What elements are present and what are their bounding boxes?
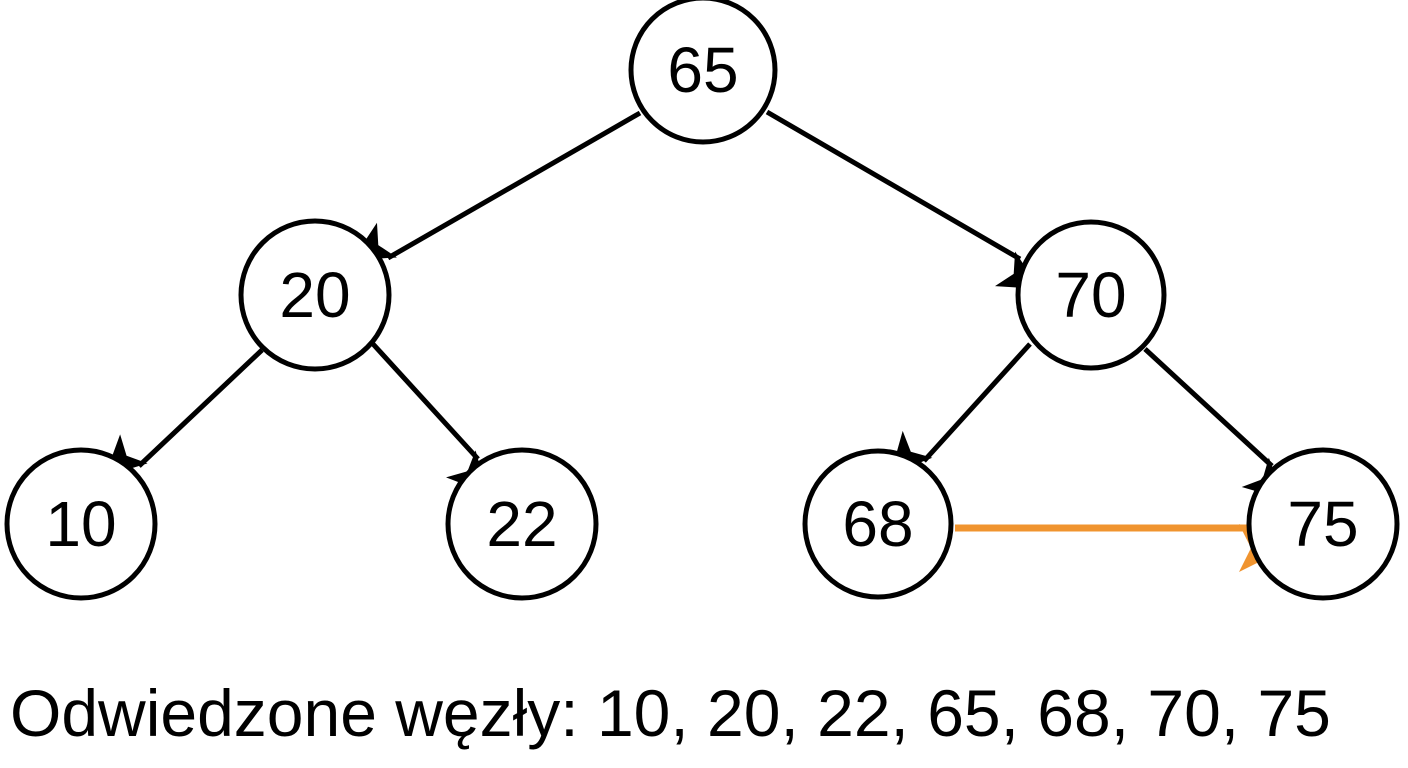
node-label-10: 10 bbox=[45, 488, 116, 560]
edge-20-10 bbox=[104, 348, 264, 477]
tree-node-68: 68 bbox=[802, 448, 954, 600]
tree-node-22: 22 bbox=[445, 447, 599, 601]
edge-65-70 bbox=[765, 109, 1040, 289]
node-label-75: 75 bbox=[1287, 488, 1358, 560]
tree-node-70: 70 bbox=[1015, 219, 1167, 371]
node-label-20: 20 bbox=[279, 259, 350, 331]
tree-node-10: 10 bbox=[4, 447, 158, 601]
node-label-65: 65 bbox=[667, 34, 738, 106]
edge-20-22 bbox=[371, 342, 488, 494]
visited-nodes-caption: Odwiedzone węzły: 10, 20, 22, 65, 68, 70… bbox=[10, 676, 1331, 750]
node-label-68: 68 bbox=[842, 488, 913, 560]
edge-65-20 bbox=[352, 110, 642, 261]
edge-70-75 bbox=[1143, 347, 1285, 500]
tree-node-75: 75 bbox=[1246, 447, 1400, 601]
tree-node-20: 20 bbox=[238, 218, 392, 372]
node-label-22: 22 bbox=[486, 488, 557, 560]
node-label-70: 70 bbox=[1055, 259, 1126, 331]
edge-70-68 bbox=[890, 342, 1032, 474]
tree-node-65: 65 bbox=[628, 0, 778, 145]
